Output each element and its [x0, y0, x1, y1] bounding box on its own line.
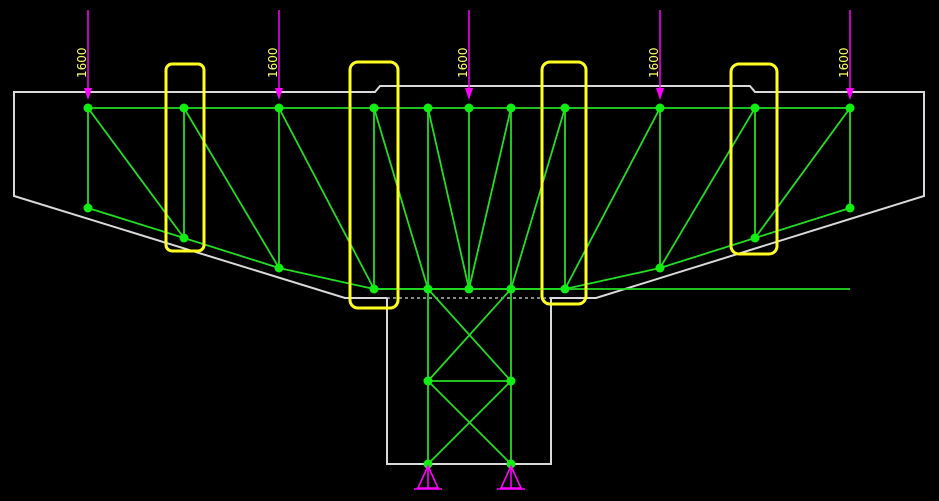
member [564, 107, 661, 290]
down-arrow-icon [465, 88, 473, 100]
load-label: 1600 [266, 47, 280, 78]
load-label: 1600 [837, 47, 851, 78]
member [183, 107, 280, 269]
pin-support-icon [497, 464, 525, 490]
member [374, 207, 851, 290]
highlight-box [164, 62, 206, 253]
node [179, 103, 189, 113]
member [510, 107, 566, 290]
node [464, 103, 474, 113]
node [655, 103, 665, 113]
down-arrow-icon [656, 88, 664, 100]
member [427, 288, 512, 382]
applied-loads: 1600 1600 1600 1600 1600 [75, 10, 854, 100]
node [464, 284, 474, 294]
member [427, 107, 470, 290]
supports [414, 464, 525, 490]
node [750, 233, 760, 243]
node [423, 103, 433, 113]
highlight-boxes [164, 60, 779, 310]
node [560, 284, 570, 294]
node [506, 103, 516, 113]
node [506, 459, 516, 469]
load-2: 1600 [266, 10, 283, 100]
node [423, 376, 433, 386]
node [560, 103, 570, 113]
load-label: 1600 [456, 47, 470, 78]
outline-boundary [13, 85, 925, 465]
member [278, 107, 375, 290]
member [659, 107, 756, 269]
node [274, 103, 284, 113]
load-3: 1600 [456, 10, 473, 100]
member [373, 107, 429, 290]
node [845, 103, 855, 113]
node [369, 103, 379, 113]
load-label: 1600 [647, 47, 661, 78]
node [274, 263, 284, 273]
truss-nodes [83, 103, 855, 469]
node [369, 284, 379, 294]
member [87, 107, 185, 239]
node [506, 376, 516, 386]
node [179, 233, 189, 243]
down-arrow-icon [275, 88, 283, 100]
pin-support-icon [414, 464, 442, 490]
load-5: 1600 [837, 10, 854, 100]
load-label: 1600 [75, 47, 89, 78]
highlight-box [540, 60, 588, 306]
concrete-outline [13, 85, 925, 465]
node [845, 203, 855, 213]
down-arrow-icon [846, 88, 854, 100]
member [468, 107, 512, 290]
member [427, 380, 512, 465]
node [506, 284, 516, 294]
node [750, 103, 760, 113]
node [83, 203, 93, 213]
highlight-box [348, 60, 400, 310]
node [423, 459, 433, 469]
load-4: 1600 [647, 10, 664, 100]
member [754, 107, 851, 239]
node [83, 103, 93, 113]
highlight-box [729, 62, 779, 256]
node [423, 284, 433, 294]
load-1: 1600 [75, 10, 92, 100]
node [655, 263, 665, 273]
down-arrow-icon [84, 88, 92, 100]
